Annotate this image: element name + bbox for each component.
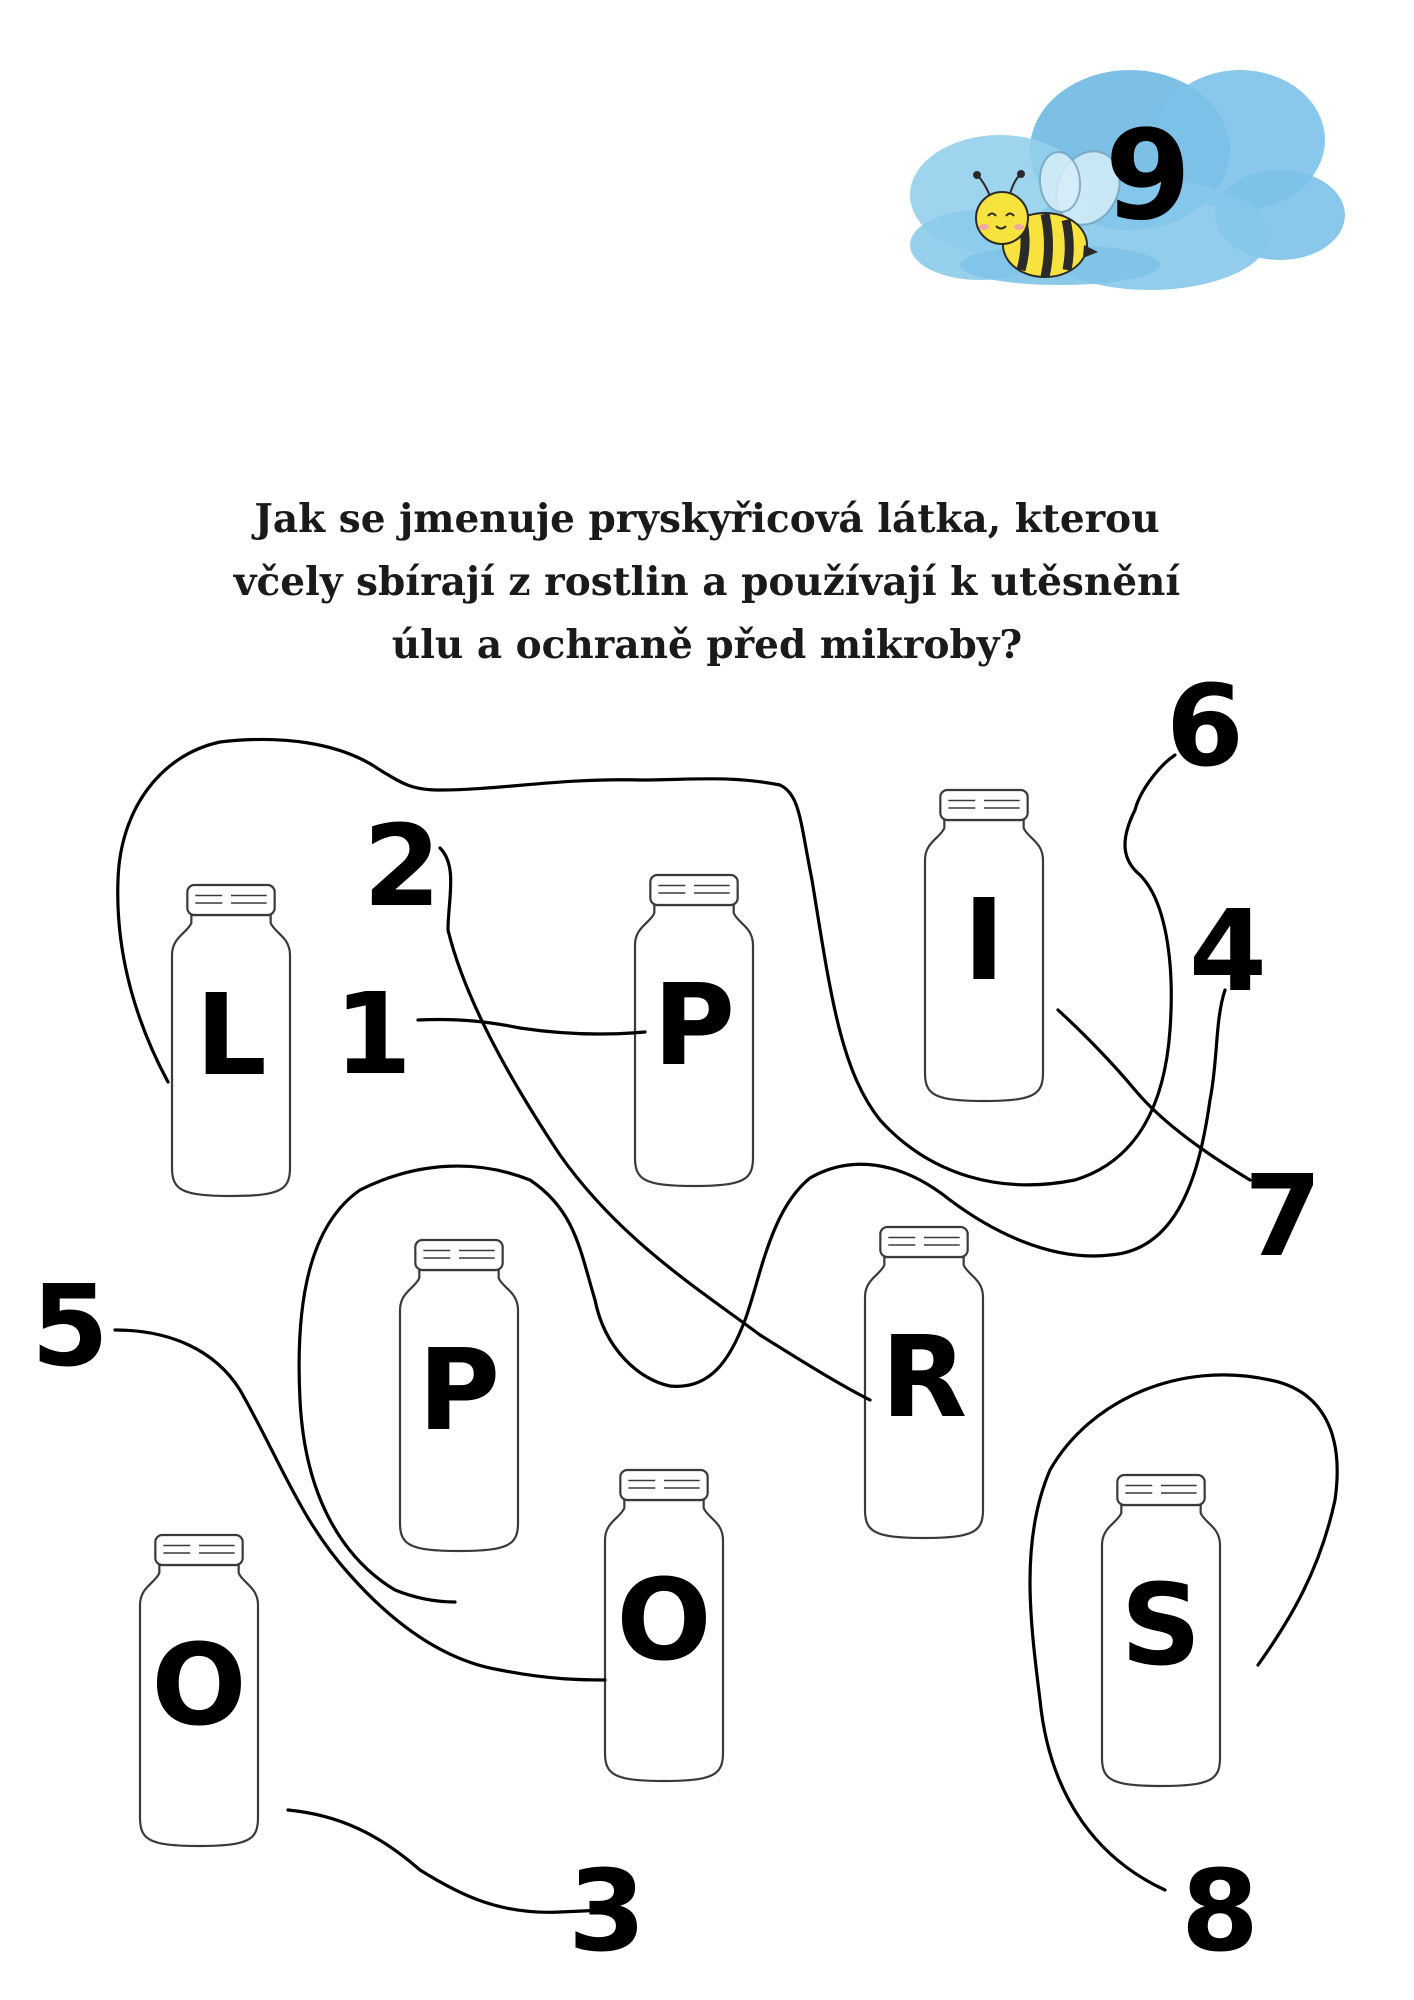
maze-line-8	[1028, 1373, 1339, 1892]
number-label-5: 5	[31, 1262, 109, 1392]
jar-letter: P	[653, 961, 735, 1091]
number-label-6: 6	[1166, 662, 1244, 792]
jar-letter: I	[963, 876, 1005, 1006]
maze-line-2	[438, 846, 872, 1402]
jar-lid	[186, 883, 276, 917]
jar-lid	[154, 1533, 244, 1567]
maze-line-6	[116, 737, 1177, 1187]
maze-line-3	[286, 1808, 607, 1914]
question-line-2: včely sbírají z rostlin a používají k ut…	[233, 559, 1181, 605]
jar-letter: O	[151, 1621, 246, 1751]
jar-body	[138, 1563, 260, 1848]
jar-body	[603, 1498, 725, 1783]
number-label-1: 1	[334, 970, 412, 1100]
maze-line-4	[297, 988, 1227, 1604]
jar-lid	[649, 873, 739, 907]
jar-body	[633, 903, 755, 1188]
jar-body	[170, 913, 292, 1198]
jar-body	[923, 818, 1045, 1103]
jar-lid	[939, 788, 1029, 822]
jar-lid	[414, 1238, 504, 1272]
number-label-2: 2	[363, 802, 441, 932]
jar-body	[1100, 1503, 1222, 1788]
number-label-8: 8	[1181, 1847, 1259, 1977]
maze-line-5	[113, 1328, 607, 1682]
jars-layer: L P I P R O S O	[138, 788, 1222, 1848]
maze-lines	[113, 737, 1339, 1914]
page-number: 9	[1105, 104, 1191, 248]
jar-4: P	[398, 1238, 520, 1553]
maze-line-1	[416, 1017, 647, 1036]
bee-icon	[973, 150, 1121, 278]
jar-7: S	[1100, 1473, 1222, 1788]
jar-5: R	[863, 1225, 985, 1540]
jar-letter: L	[195, 971, 266, 1101]
jar-lid	[1116, 1473, 1206, 1507]
number-label-7: 7	[1244, 1152, 1322, 1282]
jar-2: P	[633, 873, 755, 1188]
question-line-1: Jak se jmenuje pryskyřicová látka, ktero…	[254, 496, 1160, 542]
question-text: Jak se jmenuje pryskyřicová látka, ktero…	[200, 488, 1214, 677]
jar-8: O	[138, 1533, 260, 1848]
jar-3: I	[923, 788, 1045, 1103]
jar-lid	[879, 1225, 969, 1259]
question-line-3: úlu a ochraně před mikroby?	[391, 622, 1023, 668]
jar-1: L	[170, 883, 292, 1198]
jar-body	[863, 1255, 985, 1540]
jar-letter: P	[418, 1326, 500, 1456]
jar-letter: S	[1121, 1561, 1202, 1691]
maze-line-7	[1056, 1008, 1252, 1182]
jar-lid	[619, 1468, 709, 1502]
jar-body	[398, 1268, 520, 1553]
number-label-3: 3	[568, 1847, 646, 1977]
jar-letter: R	[881, 1313, 967, 1443]
jar-6: O	[603, 1468, 725, 1783]
number-label-4: 4	[1189, 887, 1267, 1017]
jar-letter: O	[616, 1556, 711, 1686]
